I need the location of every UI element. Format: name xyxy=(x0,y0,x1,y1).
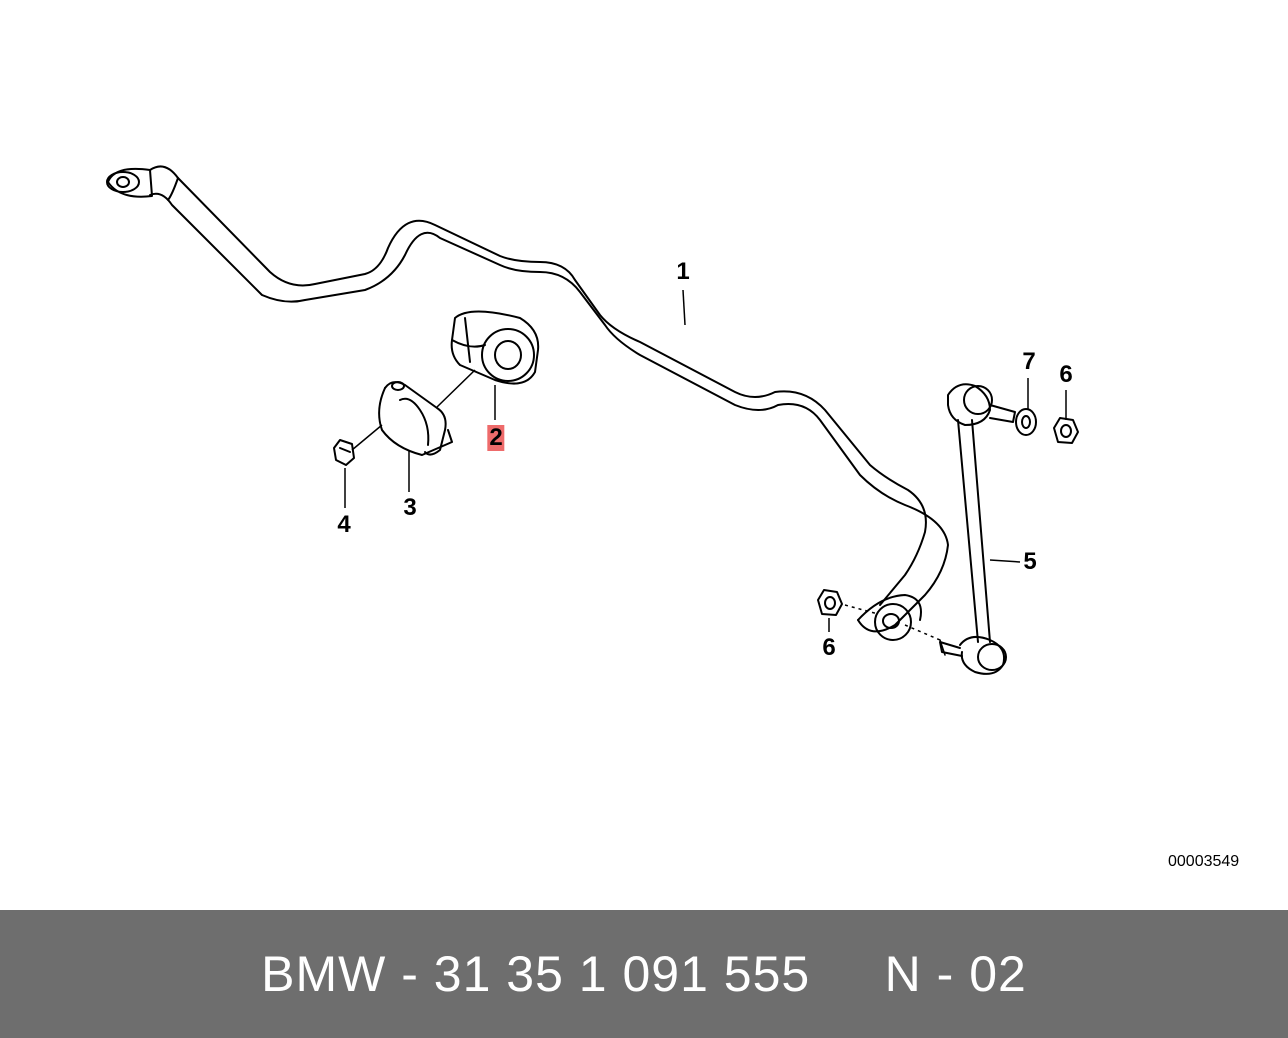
nut xyxy=(333,439,355,466)
part-number-text: BMW - 31 35 1 091 555 N - 02 xyxy=(261,946,1027,1002)
footer-bar: BMW - 31 35 1 091 555 N - 02 xyxy=(0,910,1288,1038)
washer xyxy=(1015,408,1037,436)
callout-5: 5 xyxy=(1023,548,1037,575)
parts-diagram xyxy=(106,165,1079,675)
callout-2: 2 xyxy=(487,424,505,451)
callout-7: 7 xyxy=(1022,348,1036,375)
rubber-mounting xyxy=(450,310,540,385)
callout-6-upper: 6 xyxy=(1059,361,1073,388)
callout-6-lower: 6 xyxy=(822,634,836,661)
callout-4: 4 xyxy=(337,511,351,538)
leader-lines xyxy=(344,289,1067,641)
callout-1: 1 xyxy=(676,258,690,285)
bracket xyxy=(378,381,453,456)
self-locking-nut-lower xyxy=(817,589,843,616)
self-locking-nut-right xyxy=(1053,417,1079,444)
diagram-id: 00003549 xyxy=(1168,853,1240,870)
callout-3: 3 xyxy=(403,494,417,521)
connecting-link xyxy=(939,383,1016,675)
stabilizer-bar xyxy=(106,165,949,641)
